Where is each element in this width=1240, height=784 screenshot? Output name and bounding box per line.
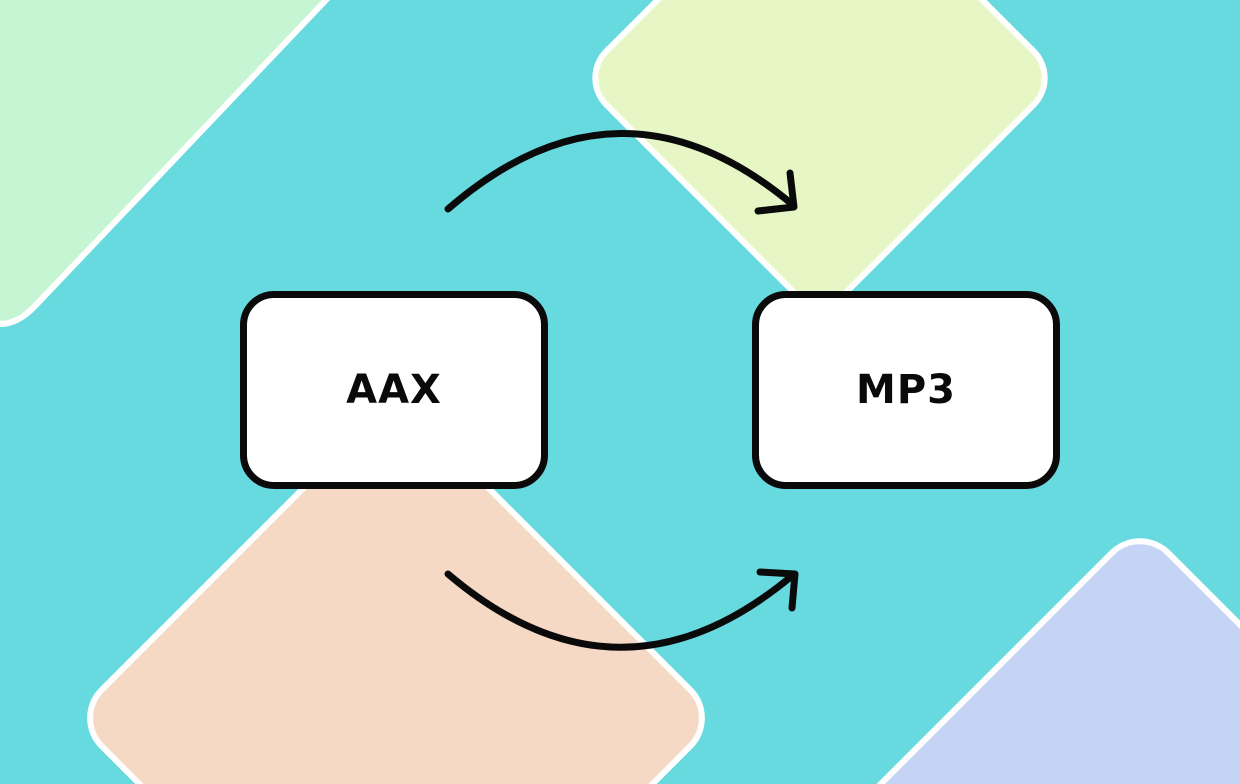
curved-arrow-icon xyxy=(444,130,798,215)
peach-tile xyxy=(87,409,705,784)
lavender-tile xyxy=(828,538,1240,784)
target-format-label: MP3 xyxy=(856,367,956,413)
lime-tile xyxy=(592,0,1048,306)
target-format-box: MP3 xyxy=(752,291,1060,489)
source-format-label: AAX xyxy=(346,367,442,413)
curved-arrow-icon xyxy=(444,568,799,651)
green-tile xyxy=(0,0,331,327)
source-format-box: AAX xyxy=(240,291,548,489)
